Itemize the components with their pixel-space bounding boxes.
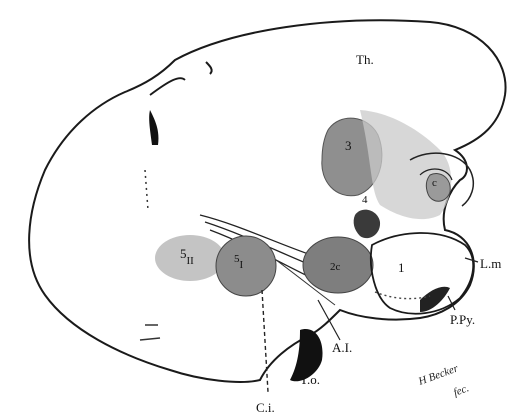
label-ci: C.i. bbox=[256, 400, 275, 415]
region-5i-shape bbox=[216, 236, 276, 296]
shading-thalamic-area bbox=[360, 110, 451, 219]
label-lm: L.m bbox=[480, 256, 501, 271]
label-2c: 2c bbox=[330, 261, 341, 273]
label-th: Th. bbox=[356, 52, 374, 67]
label-to: T.o. bbox=[300, 372, 320, 387]
label-1: 1 bbox=[398, 260, 405, 275]
label-3: 3 bbox=[345, 138, 352, 153]
signature-fec: fec. bbox=[452, 382, 471, 399]
label-ppy: P.Py. bbox=[450, 312, 475, 327]
region-4-shape bbox=[354, 210, 380, 239]
dotted-region-1 bbox=[375, 292, 430, 299]
lm-leader-line bbox=[465, 258, 478, 262]
label-c: c bbox=[432, 177, 437, 189]
signature-name: H Becker bbox=[416, 362, 460, 388]
dotted-boundary bbox=[145, 170, 148, 210]
sulcus-dark-mark bbox=[149, 110, 158, 145]
sulcus-line-upper bbox=[150, 78, 185, 95]
tick-mark-left-2 bbox=[140, 338, 160, 340]
label-ai: A.I. bbox=[332, 340, 352, 355]
region-c-shape bbox=[426, 174, 450, 202]
sulcus-mark-top bbox=[206, 62, 212, 74]
ai-leader-line bbox=[318, 300, 340, 340]
label-4: 4 bbox=[362, 194, 368, 206]
